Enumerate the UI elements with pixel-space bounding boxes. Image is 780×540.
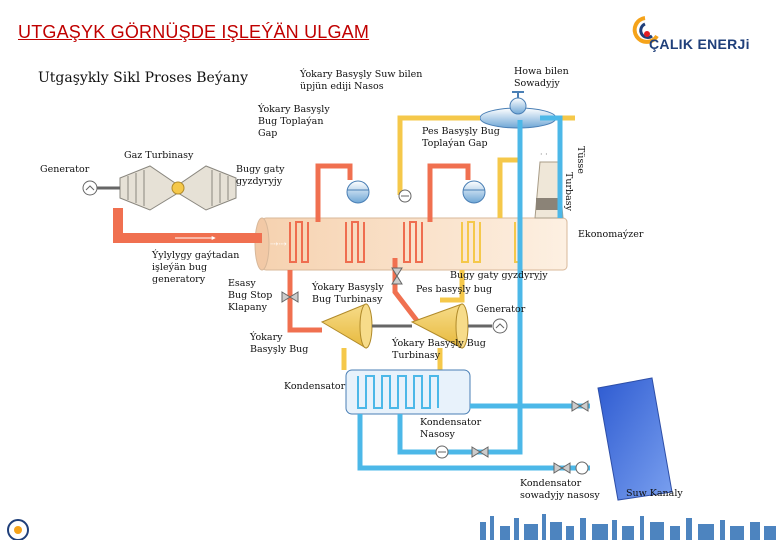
lp-steam-valve-icon <box>391 267 403 285</box>
label-air-cooler-1: Howa bilen <box>514 66 569 77</box>
label-lp-drum-2: Toplaýan Gap <box>422 138 488 149</box>
label-condenser: Kondensator <box>284 381 346 392</box>
label-cooling-pump-1: Kondensator <box>520 478 582 489</box>
exhaust-stack: · · <box>534 150 564 219</box>
footer-logo-icon <box>7 519 29 540</box>
label-stop-valve-2: Bug Stop <box>228 290 272 301</box>
label-hp-feed-pump-2: üpjün ediji Nasos <box>300 81 384 92</box>
label-condensate-pump-2: Nasosy <box>420 429 455 440</box>
label-hp-steam-turbine-1: Ýokary Basyşly <box>311 281 384 293</box>
label-stop-valve-1: Esasy <box>228 278 256 289</box>
condenser <box>345 369 471 415</box>
condensate-pump <box>435 445 449 459</box>
generator-left <box>82 180 98 196</box>
lp-steam-line <box>397 115 480 195</box>
label-superheater-2: gyzdyryjy <box>236 176 283 187</box>
label-superheater-1: Bugy gaty <box>236 164 285 175</box>
label-stack-1: Tüsse <box>575 146 586 174</box>
generator-right <box>492 318 508 334</box>
hp-feed-pump <box>398 189 412 203</box>
cooling-out-valve-icon <box>571 400 589 412</box>
label-generator-left: Generator <box>40 164 90 175</box>
slide-title: UTGAŞYK GÖRNÜŞDE IŞLEÝÄN ULGAM <box>18 22 370 42</box>
label-stack-2: Turbasy <box>563 172 574 212</box>
exhaust-duct <box>113 208 262 243</box>
gas-turbine <box>96 165 237 211</box>
condensate-line <box>397 120 523 455</box>
svg-text:⇢⇢: ⇢⇢ <box>270 239 287 250</box>
label-stop-valve-3: Klapany <box>228 302 268 313</box>
logo-mark-icon <box>632 16 659 44</box>
hp-steam-loop-1 <box>315 163 353 222</box>
hp-steam-loop-2 <box>427 163 471 222</box>
label-cooling-pump-2: sowadyjy nasosy <box>520 490 600 501</box>
label-lp-steam-turbine-1: Ýokary Basyşly Bug <box>391 337 486 349</box>
label-condensate-pump-1: Kondensator <box>420 417 482 428</box>
logo-text: ÇALIK ENERJi <box>649 36 750 52</box>
water-channel <box>597 377 673 501</box>
hp-steam-turbine <box>320 303 373 349</box>
calik-enerji-logo: ÇALIK ENERJi <box>625 14 775 54</box>
cooling-water-in <box>357 414 590 471</box>
label-water-channel: Suw Kanaly <box>626 488 683 499</box>
label-gas-turbine: Gaz Turbinasy <box>124 150 194 161</box>
label-generator-right: Generator <box>476 304 526 315</box>
label-hp-drum-2: Bug Toplaýan <box>258 116 323 127</box>
hp-steam-to-turbine <box>287 270 322 333</box>
label-hrsg-3: generatory <box>152 274 206 285</box>
label-lp-steam: Pes basyşly bug <box>416 284 492 295</box>
label-hrsg-2: işleýän bug <box>152 262 207 273</box>
label-hp-steam-1: Ýokary <box>249 331 283 343</box>
lp-steam-drum <box>462 180 486 204</box>
footer-skyline-decoration <box>7 514 776 540</box>
label-hp-steam-turbine-2: Bug Turbinasy <box>312 294 383 305</box>
label-hp-drum-3: Gap <box>258 128 277 139</box>
hp-steam-drum <box>346 180 370 204</box>
label-superheater-right: Bugy gaty gyzdyryjy <box>450 270 548 281</box>
lp-steam-turbine <box>410 303 469 349</box>
label-lp-steam-turbine-2: Turbinasy <box>392 350 441 361</box>
label-economizer: Ekonomaýzer <box>578 229 644 240</box>
diagram-heading: Utgaşykly Sikl Proses Beýany <box>38 69 248 86</box>
label-hrsg-1: Ýylylygy gaýtadan <box>151 249 239 261</box>
air-cooled-condenser <box>479 91 557 129</box>
label-hp-steam-2: Basyşly Bug <box>250 344 308 355</box>
heat-recovery-steam-generator: ⇢⇢ <box>254 217 568 271</box>
label-hp-feed-pump-1: Ýokary Basyşly Suw bilen <box>299 68 422 80</box>
svg-text:· ·: · · <box>540 150 548 159</box>
label-lp-drum-1: Pes Basyşly Bug <box>422 126 500 137</box>
cooling-water-pump <box>553 461 589 475</box>
label-hp-drum-1: Ýokary Basyşly <box>257 103 330 115</box>
valve-icon <box>471 446 489 458</box>
main-stop-valve-icon <box>281 291 299 303</box>
label-air-cooler-2: Sowadyjy <box>514 78 560 89</box>
